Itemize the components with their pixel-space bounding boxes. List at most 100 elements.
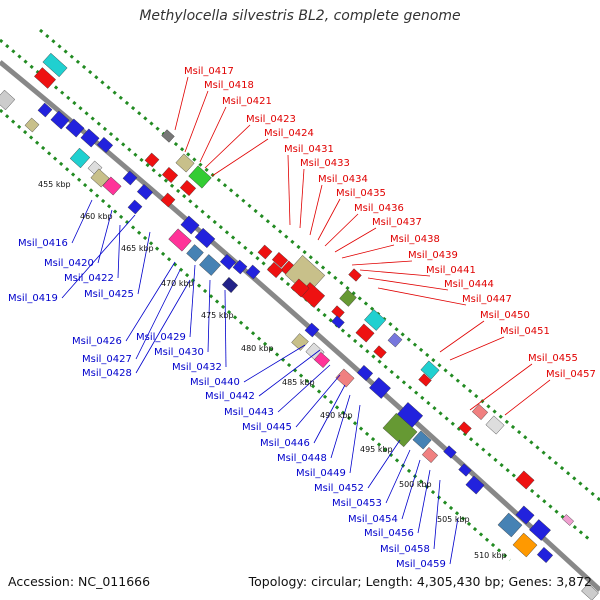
top-gene-label[interactable]: Msil_0435 bbox=[336, 188, 386, 199]
gene-feature[interactable] bbox=[127, 199, 143, 215]
gene-feature[interactable] bbox=[194, 227, 216, 249]
gene-feature[interactable] bbox=[458, 421, 472, 435]
top-gene-label[interactable]: Msil_0418 bbox=[204, 80, 254, 91]
gene-feature[interactable] bbox=[355, 323, 375, 343]
gene-feature[interactable] bbox=[144, 152, 160, 168]
bottom-gene-label[interactable]: Msil_0452 bbox=[314, 483, 364, 494]
gene-feature[interactable] bbox=[188, 165, 212, 189]
gene-feature[interactable] bbox=[136, 183, 154, 201]
top-gene-label[interactable]: Msil_0438 bbox=[390, 234, 440, 245]
bottom-gene-label[interactable]: Msil_0429 bbox=[136, 332, 186, 343]
gene-feature[interactable] bbox=[221, 276, 239, 294]
gene-feature[interactable] bbox=[42, 52, 68, 78]
gene-feature[interactable] bbox=[387, 332, 403, 348]
gene-feature[interactable] bbox=[373, 345, 387, 359]
bottom-gene-label[interactable]: Msil_0449 bbox=[296, 468, 346, 479]
top-gene-label[interactable]: Msil_0433 bbox=[300, 158, 350, 169]
gene-feature[interactable] bbox=[418, 373, 432, 387]
gene-feature[interactable] bbox=[304, 322, 320, 338]
gene-feature[interactable] bbox=[458, 463, 472, 477]
gene-feature[interactable] bbox=[257, 244, 273, 260]
gene-feature[interactable] bbox=[96, 136, 114, 154]
gene-feature[interactable] bbox=[266, 261, 284, 279]
gene-feature[interactable] bbox=[331, 315, 345, 329]
gene-feature[interactable] bbox=[465, 475, 485, 495]
bottom-gene-label[interactable]: Msil_0443 bbox=[224, 407, 274, 418]
top-gene-label[interactable]: Msil_0457 bbox=[546, 369, 596, 380]
gene-feature[interactable] bbox=[420, 360, 440, 380]
bottom-gene-label[interactable]: Msil_0425 bbox=[84, 289, 134, 300]
gene-feature[interactable] bbox=[348, 268, 362, 282]
top-gene-label[interactable]: Msil_0441 bbox=[426, 265, 476, 276]
gene-feature[interactable] bbox=[581, 583, 599, 600]
gene-feature[interactable] bbox=[515, 505, 535, 525]
gene-feature[interactable] bbox=[160, 192, 176, 208]
gene-feature[interactable] bbox=[471, 403, 489, 421]
gene-feature[interactable] bbox=[161, 129, 175, 143]
top-gene-label[interactable]: Msil_0447 bbox=[462, 294, 512, 305]
bottom-gene-label[interactable]: Msil_0442 bbox=[205, 391, 255, 402]
gene-feature[interactable] bbox=[219, 253, 237, 271]
bottom-gene-label[interactable]: Msil_0419 bbox=[8, 293, 58, 304]
gene-feature[interactable] bbox=[536, 546, 554, 564]
bottom-gene-label[interactable]: Msil_0440 bbox=[190, 377, 240, 388]
top-gene-label[interactable]: Msil_0436 bbox=[354, 203, 404, 214]
bottom-gene-label[interactable]: Msil_0432 bbox=[172, 362, 222, 373]
top-gene-label[interactable]: Msil_0431 bbox=[284, 144, 334, 155]
gene-feature[interactable] bbox=[421, 446, 439, 464]
bottom-gene-label[interactable]: Msil_0456 bbox=[364, 528, 414, 539]
gene-feature[interactable] bbox=[561, 514, 575, 526]
gene-feature[interactable] bbox=[291, 333, 309, 351]
gene-feature[interactable] bbox=[529, 519, 551, 541]
bottom-gene-label[interactable]: Msil_0420 bbox=[44, 258, 94, 269]
gene-feature[interactable] bbox=[485, 415, 505, 435]
gene-feature[interactable] bbox=[369, 377, 391, 399]
bottom-gene-label[interactable]: Msil_0459 bbox=[396, 559, 446, 570]
top-gene-label[interactable]: Msil_0450 bbox=[480, 310, 530, 321]
bottom-gene-label[interactable]: Msil_0427 bbox=[82, 354, 132, 365]
gene-feature[interactable] bbox=[80, 128, 100, 148]
gene-feature[interactable] bbox=[331, 305, 345, 319]
top-gene-label[interactable]: Msil_0451 bbox=[500, 326, 550, 337]
gene-feature[interactable] bbox=[245, 264, 261, 280]
gene-feature[interactable] bbox=[175, 153, 195, 173]
gene-feature[interactable] bbox=[179, 179, 197, 197]
gene-feature[interactable] bbox=[186, 244, 204, 262]
top-gene-label[interactable]: Msil_0444 bbox=[444, 279, 494, 290]
gene-feature[interactable] bbox=[122, 170, 138, 186]
gene-feature[interactable] bbox=[168, 228, 192, 252]
gene-feature[interactable] bbox=[180, 215, 200, 235]
gene-feature[interactable] bbox=[515, 470, 535, 490]
top-gene-label[interactable]: Msil_0423 bbox=[246, 114, 296, 125]
gene-feature[interactable] bbox=[497, 512, 523, 538]
bottom-gene-label[interactable]: Msil_0448 bbox=[277, 453, 327, 464]
gene-feature[interactable] bbox=[339, 289, 357, 307]
gene-feature[interactable] bbox=[199, 254, 221, 276]
bottom-gene-label[interactable]: Msil_0446 bbox=[260, 438, 310, 449]
gene-feature[interactable] bbox=[24, 117, 40, 133]
bottom-gene-label[interactable]: Msil_0445 bbox=[242, 422, 292, 433]
gene-feature[interactable] bbox=[232, 259, 248, 275]
bottom-gene-label[interactable]: Msil_0422 bbox=[64, 273, 114, 284]
gene-feature[interactable] bbox=[443, 445, 457, 459]
gene-feature[interactable] bbox=[37, 102, 53, 118]
bottom-gene-label[interactable]: Msil_0458 bbox=[380, 544, 430, 555]
gene-feature[interactable] bbox=[161, 166, 179, 184]
top-gene-label[interactable]: Msil_0424 bbox=[264, 128, 314, 139]
gene-feature[interactable] bbox=[271, 251, 289, 269]
top-gene-label[interactable]: Msil_0439 bbox=[408, 250, 458, 261]
bottom-gene-label[interactable]: Msil_0426 bbox=[72, 336, 122, 347]
gene-feature[interactable] bbox=[412, 430, 432, 450]
top-gene-label[interactable]: Msil_0434 bbox=[318, 174, 368, 185]
bottom-gene-label[interactable]: Msil_0428 bbox=[82, 368, 132, 379]
gene-feature[interactable] bbox=[90, 168, 110, 188]
gene-feature[interactable] bbox=[69, 147, 91, 169]
gene-feature[interactable] bbox=[290, 278, 310, 298]
gene-feature[interactable] bbox=[34, 67, 56, 89]
top-gene-label[interactable]: Msil_0455 bbox=[528, 353, 578, 364]
gene-feature[interactable] bbox=[356, 364, 374, 382]
gene-feature[interactable] bbox=[102, 176, 122, 196]
top-gene-label[interactable]: Msil_0421 bbox=[222, 96, 272, 107]
gene-feature[interactable] bbox=[65, 118, 85, 138]
